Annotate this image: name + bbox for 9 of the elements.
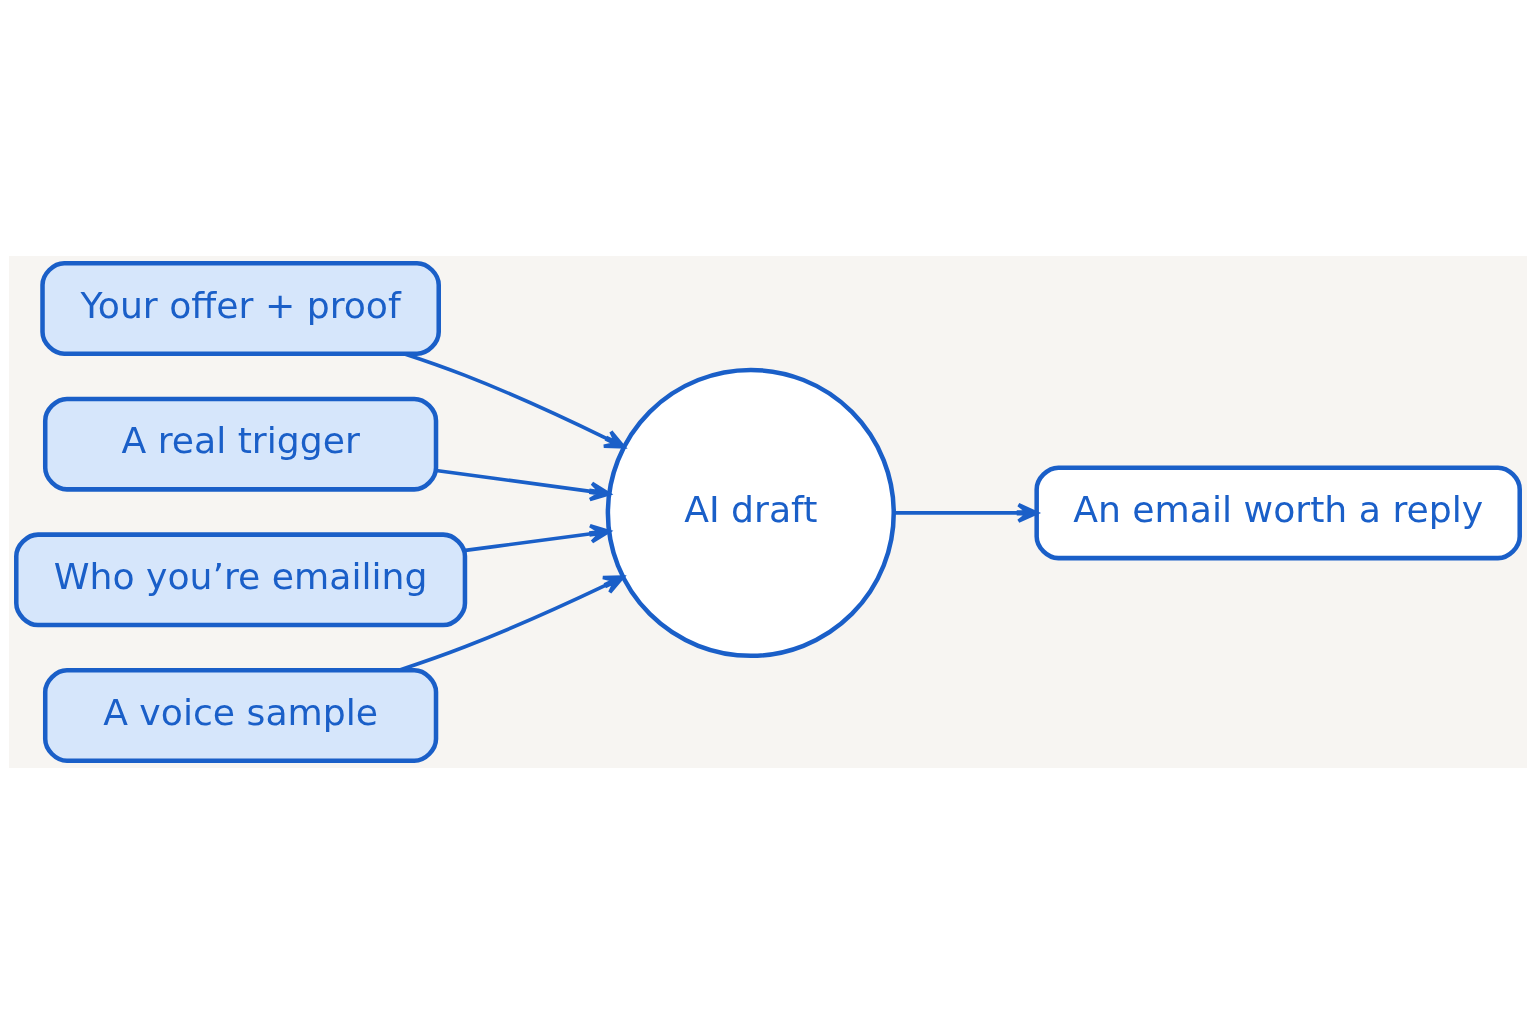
node-box: Who you’re emailing bbox=[14, 532, 468, 628]
arrow bbox=[435, 468, 611, 502]
arrow bbox=[894, 502, 1039, 523]
arrow bbox=[465, 523, 611, 553]
node-box: A voice sample bbox=[42, 668, 439, 763]
node-circle: AI draft bbox=[605, 367, 896, 659]
node-box: Your offer + proof bbox=[40, 261, 441, 356]
node-box: A real trigger bbox=[42, 396, 439, 492]
node-box: An email worth a reply bbox=[1034, 465, 1522, 561]
